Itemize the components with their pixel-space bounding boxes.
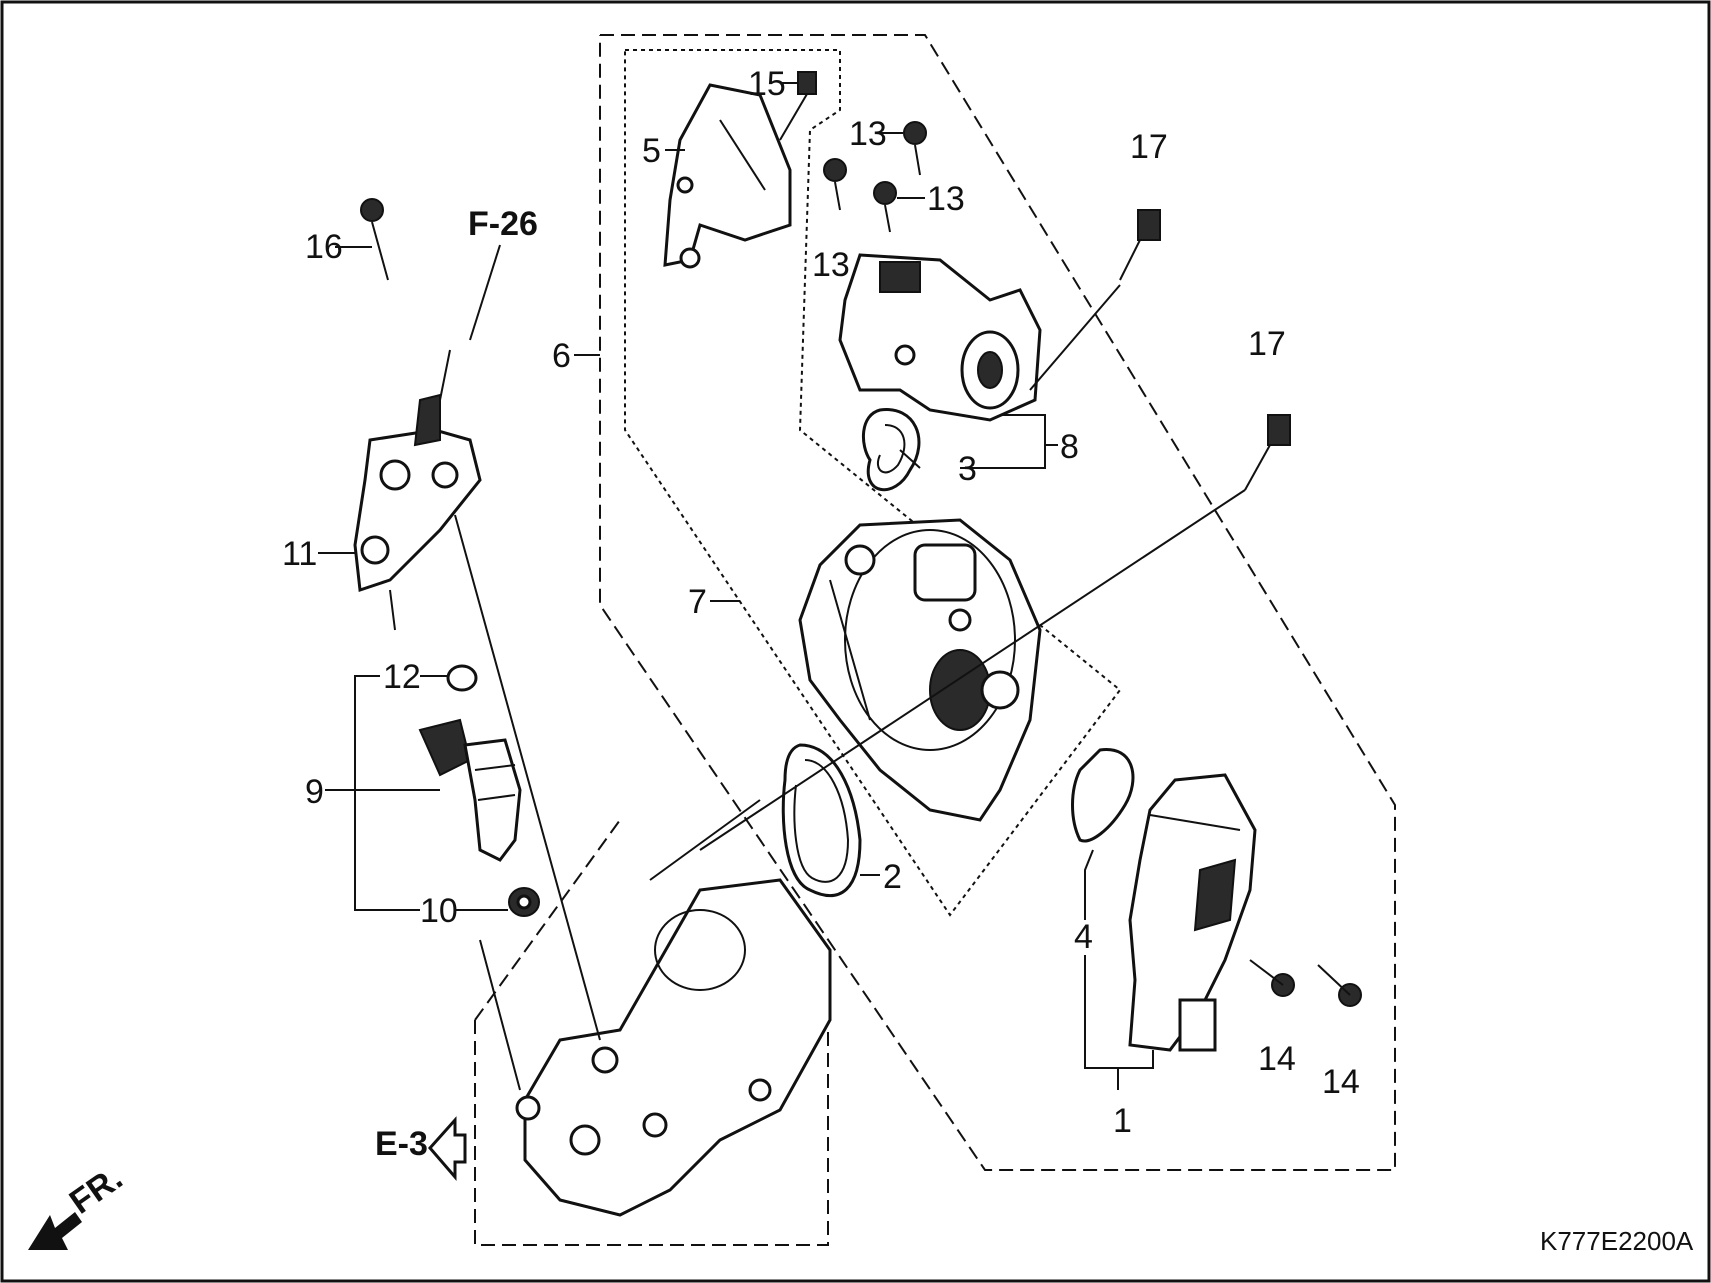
bolts-14 — [1249, 959, 1362, 1007]
leader-4a — [1084, 849, 1094, 920]
seal-3 — [861, 408, 921, 492]
callout-13b: 13 — [927, 180, 965, 218]
actuator-8 — [838, 253, 1042, 422]
seal-4 — [1071, 748, 1135, 843]
seal-10 — [508, 887, 540, 917]
leader-11b — [389, 589, 396, 631]
callout-4: 4 — [1074, 918, 1093, 956]
bracket-5 — [663, 83, 792, 269]
callout-13c: 13 — [812, 246, 850, 284]
arrow-left-icon — [428, 1116, 467, 1182]
callout-13a: 13 — [849, 115, 887, 153]
callout-17b: 17 — [1248, 325, 1286, 363]
callout-14a: 14 — [1258, 1040, 1296, 1078]
callout-11: 11 — [282, 535, 317, 573]
diagram-code: K777E2200A — [1540, 1226, 1694, 1256]
gasket-2 — [781, 743, 862, 897]
assembly-outline-7 — [624, 49, 1122, 917]
leader-17b — [699, 489, 1246, 851]
leader-holder — [454, 514, 601, 1041]
ref-fr: FR. — [63, 1159, 130, 1222]
callout-16: 16 — [305, 228, 343, 266]
ref-f26: F-26 — [468, 205, 538, 243]
callout-3: 3 — [958, 450, 977, 488]
bracket-9-10-12 — [354, 675, 420, 911]
callout-14b: 14 — [1322, 1063, 1360, 1101]
callout-12: 12 — [383, 658, 421, 696]
bracket-3-8 — [960, 414, 1046, 469]
bolts-17 — [1119, 209, 1291, 491]
fuel-holder-11 — [353, 349, 482, 593]
leader-10 — [479, 939, 521, 1091]
sensor-1 — [1128, 773, 1257, 1052]
callout-17a: 17 — [1130, 128, 1168, 166]
injector-9 — [418, 718, 522, 862]
callout-9: 9 — [305, 773, 324, 811]
callout-5: 5 — [642, 132, 661, 170]
ref-e3: E-3 — [375, 1125, 428, 1163]
leader-3 — [899, 449, 921, 469]
seal-12 — [446, 664, 478, 692]
leader-f26 — [469, 244, 501, 341]
assembly-outline-6 — [599, 34, 1396, 1171]
callout-2: 2 — [883, 858, 902, 896]
front-arrow-icon — [28, 1212, 82, 1250]
intake-housing — [515, 799, 832, 1217]
bolt-16 — [360, 198, 389, 281]
callout-7: 7 — [688, 583, 707, 621]
callout-6: 6 — [552, 337, 571, 375]
leader-17a — [1029, 284, 1121, 391]
screws-13 — [823, 121, 927, 233]
housing-outline — [474, 1020, 829, 1246]
callout-10: 10 — [420, 892, 458, 930]
callout-15: 15 — [748, 65, 786, 103]
callout-1: 1 — [1113, 1102, 1132, 1140]
callout-8: 8 — [1060, 428, 1079, 466]
